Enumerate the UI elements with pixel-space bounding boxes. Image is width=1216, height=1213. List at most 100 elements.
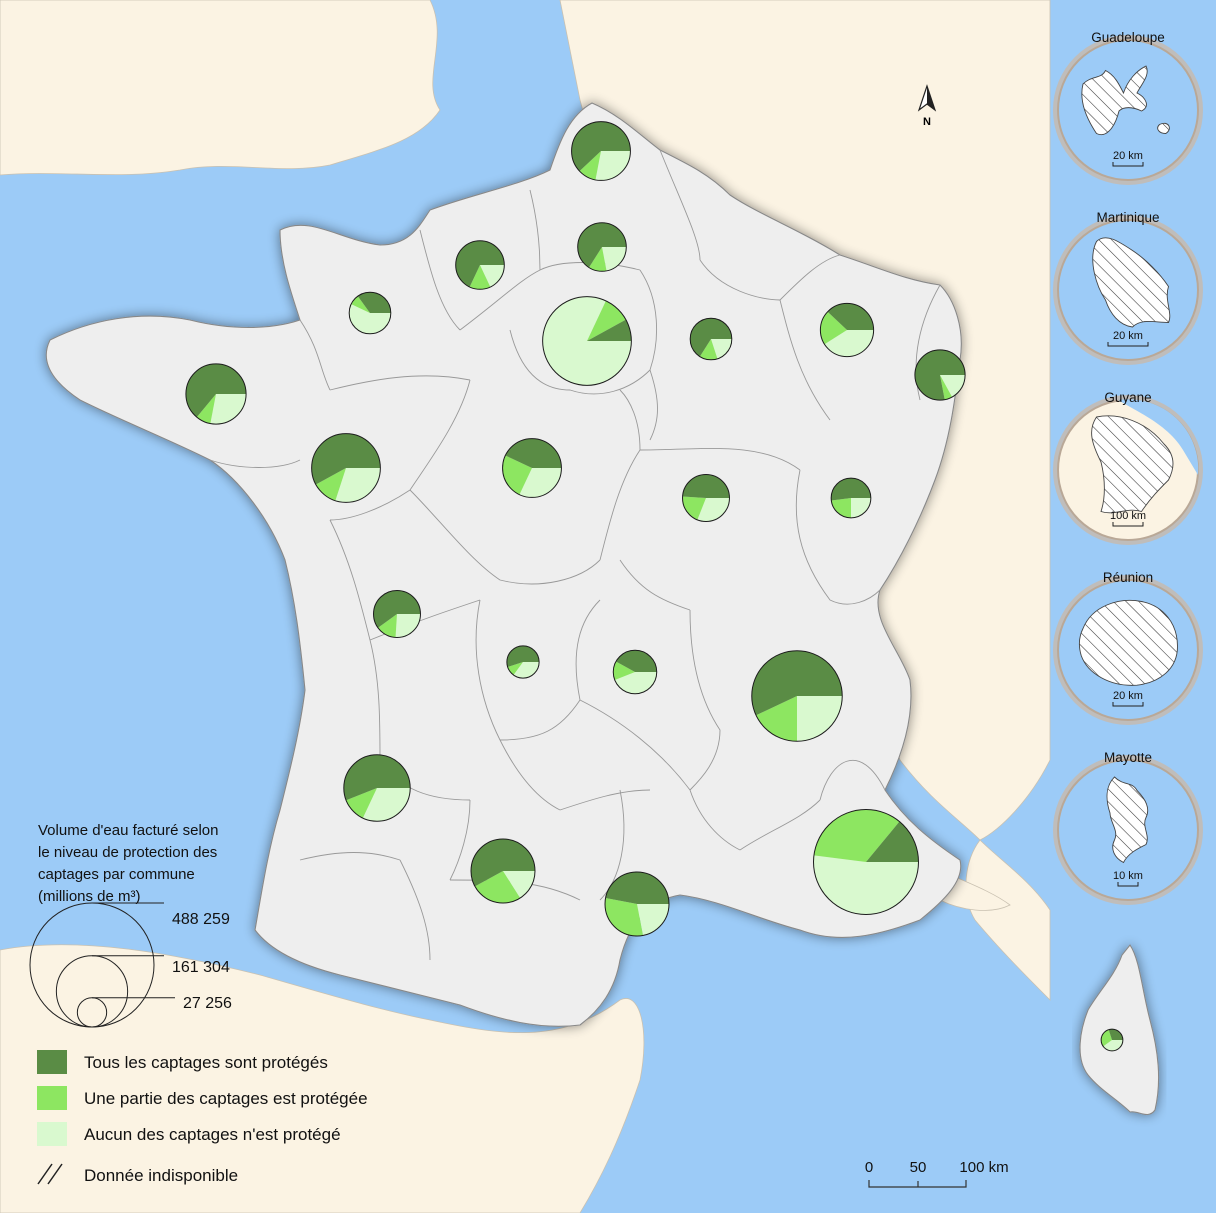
overseas-inset-4: Réunion 20 km [1053,570,1203,725]
pie-outline [819,302,875,358]
pie-outline [830,477,872,519]
pie-slice-all-protected [1108,1029,1123,1040]
pie-slice-none-protected [395,614,421,638]
pie-midi-pyrenees [470,838,536,904]
inset-scale-label: 10 km [1113,870,1143,882]
pie-slice-some-protected [682,496,706,520]
inset-disk [1057,39,1199,181]
pie-slice-none-protected [637,904,669,936]
france-mainland [45,102,962,1027]
pie-outline [348,291,392,335]
pie-slice-some-protected [588,247,607,272]
pie-slice-some-protected [196,394,216,424]
scale-tick-50: 50 [910,1159,927,1176]
pie-slice-all-protected [690,318,732,357]
pie-slice-none-protected [210,394,247,425]
legend-title-line-1: Volume d'eau facturé selon [38,822,218,839]
pie-slice-some-protected [1101,1029,1112,1047]
pie-slice-some-protected [469,265,491,290]
pie-slice-all-protected [866,821,919,862]
pie-slice-none-protected [335,468,381,503]
scale-bar: 0 50 100 km [865,1159,1009,1188]
pie-outline [506,645,540,679]
inset-scale-bar [1107,342,1149,347]
inset-scale-bar [1112,702,1144,707]
inset-scale-label: 20 km [1113,330,1143,342]
legend-label-no-data: Donnée indisponible [84,1166,238,1185]
pie-slice-some-protected [613,661,635,680]
inset-scale-label: 20 km [1113,150,1143,162]
pie-limousin [506,645,540,679]
pie-lorraine [819,302,875,358]
uk-land [0,0,441,176]
pie-slice-some-protected [820,311,847,345]
inset-territory-no-data [1081,65,1170,136]
pie-provence-alpes-cote-dazur [813,809,919,915]
pie-champagne-ardenne [689,317,733,361]
pie-outline [751,650,843,742]
inset-sea [1118,399,1199,475]
legend-label-none: Aucun des captages n'est protégé [84,1125,341,1144]
inset-title: Réunion [1103,570,1153,585]
pie-slice-none-protected [851,498,871,518]
pie-slice-all-protected [343,754,411,801]
pie-slice-some-protected [579,151,601,180]
pie-haute-normandie [455,240,505,290]
pie-outline [682,474,730,522]
overseas-inset-2: Martinique 20 km [1053,210,1203,365]
pie-slice-some-protected [315,468,346,501]
pie-slice-all-protected [587,319,632,341]
pie-slice-none-protected [813,855,919,915]
pie-slice-some-protected [940,375,953,400]
pie-corse [1100,1028,1124,1052]
pie-bretagne [185,363,247,425]
pie-outline [914,349,966,401]
legend-hatch-icon [37,1163,63,1185]
pie-outline [612,649,658,695]
pie-slice-none-protected [503,871,535,899]
pie-slice-all-protected [615,650,657,672]
pie-outline [311,433,381,503]
pie-slice-all-protected [827,303,874,330]
inset-scale-label: 20 km [1113,690,1143,702]
pie-slice-all-protected [914,349,966,401]
pie-slice-all-protected [311,433,381,485]
pie-alsace [914,349,966,401]
pie-outline [455,240,505,290]
pie-slice-some-protected [756,696,797,742]
legend-title-line-4: (millions de m³) [38,888,141,905]
pie-outline [542,296,632,386]
legend-swatch-none [37,1122,67,1146]
pie-outline [604,871,670,937]
pie-outline [689,317,733,361]
inset-scale-bar [1112,522,1144,527]
pie-languedoc-roussillon [604,871,670,937]
pie-slice-none-protected [602,247,627,271]
pie-slice-some-protected [699,339,718,360]
inset-title: Martinique [1096,210,1159,225]
legend-categories: Tous les captages sont protégés Une part… [37,1050,368,1185]
scale-tick-100: 100 km [959,1159,1008,1176]
pie-slice-all-protected [571,121,631,172]
legend-label-some: Une partie des captages est protégée [84,1089,368,1108]
pie-slice-all-protected [471,838,535,887]
pie-slice-all-protected [373,590,421,628]
inset-scale-label: 100 km [1110,510,1146,522]
pie-outline [502,438,562,498]
pie-slice-none-protected [1103,1040,1123,1051]
pie-slice-none-protected [349,304,391,334]
pie-centre [502,438,562,498]
pie-slice-all-protected [577,222,627,268]
inset-scale-bar [1117,882,1139,887]
pie-slice-all-protected [505,438,562,468]
scale-tick-0: 0 [865,1159,873,1176]
pie-slice-none-protected [711,339,732,359]
pie-slice-none-protected [513,662,540,679]
pie-outline [470,838,536,904]
legend-label-all: Tous les captages sont protégés [84,1053,328,1072]
pie-poitou-charentes [373,590,421,638]
pie-rhone-alpes [751,650,843,742]
